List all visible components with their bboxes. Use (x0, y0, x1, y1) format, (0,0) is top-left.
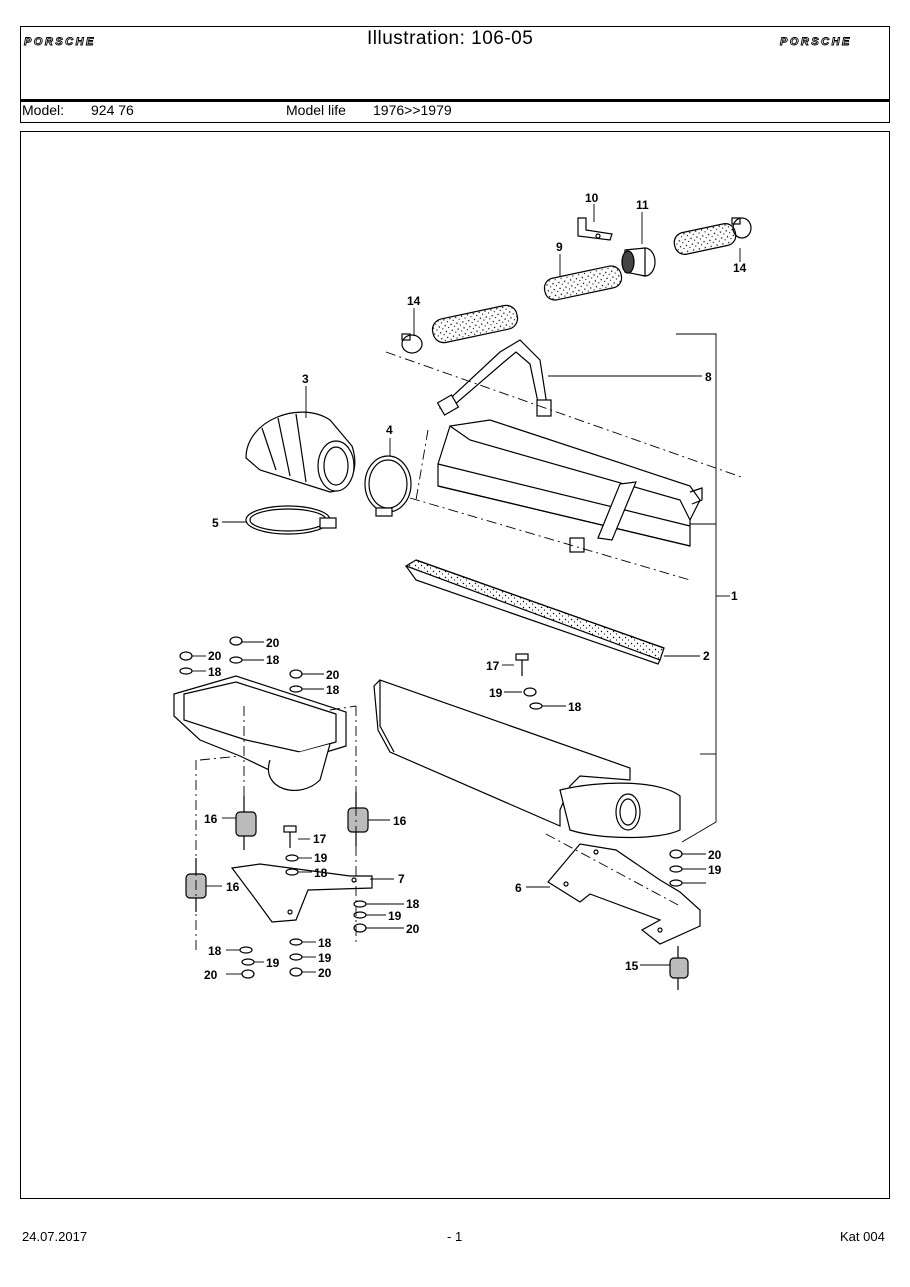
clamp-part-14-right (731, 217, 752, 239)
callout-20-f: 20 (318, 966, 332, 980)
filter-housing-lower (373, 679, 681, 839)
callout-16-c: 16 (226, 880, 240, 894)
clamp-part-14-left (401, 333, 423, 354)
callout-18-f: 18 (406, 897, 420, 911)
porsche-logo-left: PORSCHE (24, 36, 96, 49)
hose-clamp-part-5 (245, 505, 337, 535)
callout-18-g: 18 (208, 944, 222, 958)
callout-18-h: 18 (318, 936, 332, 950)
callout-16-b: 16 (393, 814, 407, 828)
illustration-title: Illustration: 106-05 (367, 28, 534, 49)
callout-18-c: 18 (326, 683, 340, 697)
callout-2: 2 (703, 649, 710, 663)
hose-part-9-right (673, 223, 737, 255)
callout-18-a: 18 (266, 653, 280, 667)
bracket-part-10 (577, 217, 613, 241)
callout-8: 8 (705, 370, 712, 384)
callout-19-a: 19 (489, 686, 503, 700)
porsche-logo-right: PORSCHE (780, 36, 852, 49)
hose-part-9-left (431, 304, 519, 344)
callout-14-right: 14 (733, 261, 747, 275)
bracket-part-6 (547, 843, 701, 945)
callout-6: 6 (515, 881, 522, 895)
bolt-part-17-left (283, 825, 297, 848)
callout-17-top: 17 (486, 659, 500, 673)
callout-10: 10 (585, 191, 599, 205)
mounting-plate-left (173, 675, 347, 791)
intake-boot-part-3 (245, 411, 356, 493)
clamp-ring-part-4 (364, 455, 412, 517)
hose-part-9 (543, 265, 623, 301)
header-divider (20, 99, 890, 102)
callout-18-d: 18 (568, 700, 582, 714)
callout-20-g: 20 (708, 848, 722, 862)
callout-15: 15 (625, 959, 639, 973)
callout-3: 3 (302, 372, 309, 386)
callout-7: 7 (398, 872, 405, 886)
rubber-mount-part-15 (669, 946, 689, 990)
rubber-mount-part-16-a (235, 796, 257, 850)
callout-17-left: 17 (313, 832, 327, 846)
callout-19-b: 19 (314, 851, 328, 865)
callout-20-c: 20 (326, 668, 340, 682)
footer-page: - 1 (447, 1229, 463, 1244)
header-box (20, 26, 890, 123)
model-value: 924 76 (91, 102, 134, 118)
callout-18-e: 18 (314, 866, 328, 880)
callout-20-e: 20 (204, 968, 218, 982)
model-life-label: Model life (286, 102, 346, 118)
callout-19-e: 19 (318, 951, 332, 965)
bracket-part-7 (230, 863, 373, 923)
callout-19-c: 19 (388, 909, 402, 923)
callout-9: 9 (556, 240, 563, 254)
callout-16-a: 16 (204, 812, 218, 826)
callout-20-a: 20 (266, 636, 280, 650)
strap-part-8 (436, 339, 552, 417)
model-label: Model: (22, 102, 65, 118)
illustration-frame (20, 131, 890, 1199)
footer-date: 24.07.2017 (22, 1229, 88, 1244)
filter-housing-upper (437, 419, 703, 553)
filter-element-part-2 (404, 559, 665, 665)
callout-18-b: 18 (208, 665, 222, 679)
callout-20-b: 20 (208, 649, 222, 663)
model-life-value: 1976>>1979 (373, 102, 452, 118)
callout-4: 4 (386, 423, 393, 437)
callout-1: 1 (731, 589, 738, 603)
callout-11: 11 (636, 198, 649, 212)
rubber-mount-part-16-b (347, 792, 369, 846)
bolt-part-17-top (515, 653, 529, 676)
callout-14-left: 14 (407, 294, 421, 308)
callout-5: 5 (212, 516, 219, 530)
callout-20-d: 20 (406, 922, 420, 936)
footer-catalog: Kat 004 (840, 1229, 885, 1244)
callout-19-f: 19 (708, 863, 722, 877)
connector-part-11 (621, 247, 656, 277)
callout-19-d: 19 (266, 956, 280, 970)
